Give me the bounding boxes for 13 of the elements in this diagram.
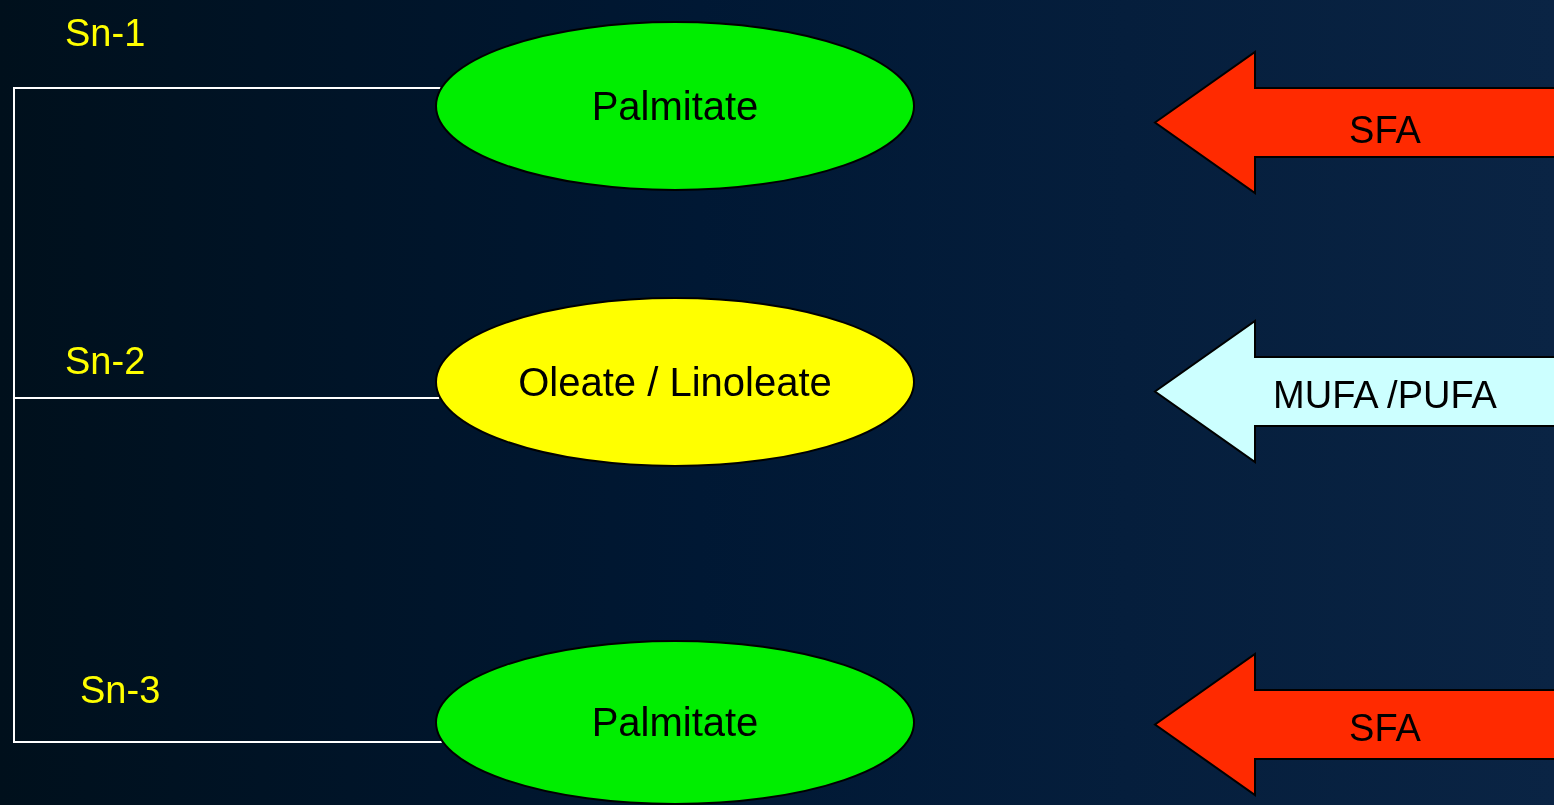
node-label: SFA	[1349, 707, 1421, 750]
node-label: MUFA /PUFA	[1273, 374, 1497, 417]
node-label: SFA	[1349, 109, 1421, 152]
position-label: Sn-3	[80, 669, 161, 712]
connector-line	[14, 397, 441, 399]
node-label: Palmitate	[591, 700, 759, 745]
connector-line	[14, 87, 442, 89]
backbone-line	[13, 87, 15, 743]
node-label: Palmitate	[591, 83, 759, 129]
position-label: Sn-1	[65, 12, 146, 55]
position-label: Sn-2	[65, 340, 146, 383]
connector-line	[14, 741, 443, 743]
node-label: Oleate / Linoleate	[518, 359, 832, 405]
